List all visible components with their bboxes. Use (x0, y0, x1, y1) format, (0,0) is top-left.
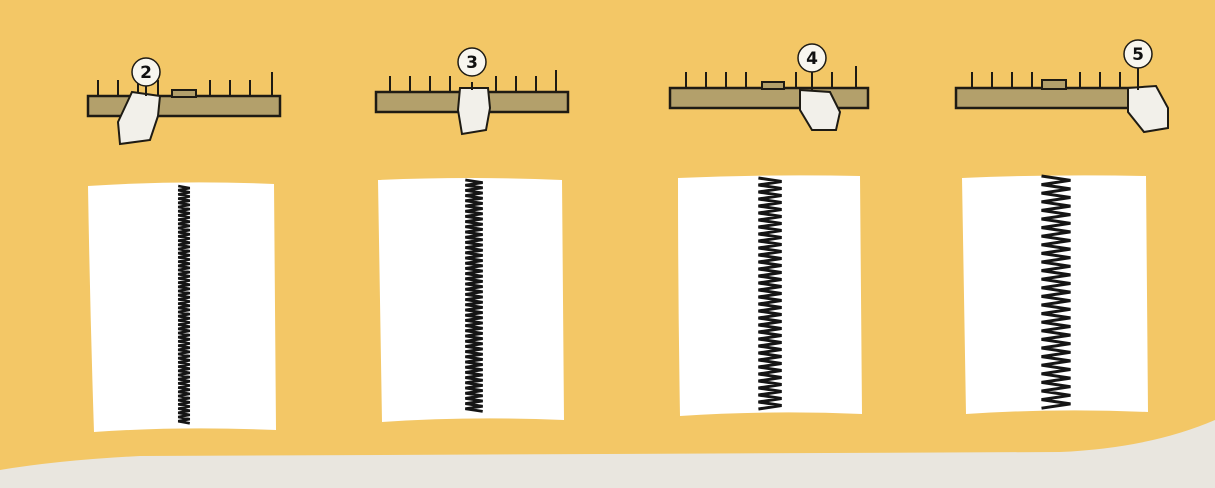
stitch-width-scale (954, 72, 1158, 110)
setting-number-label: 3 (466, 53, 478, 73)
presser-foot-icon (456, 87, 492, 136)
presser-foot-icon (1127, 84, 1169, 134)
setting-number-label: 5 (1132, 45, 1144, 65)
zigzag-stitch-line (758, 176, 782, 411)
setting-number-badge (1123, 39, 1153, 69)
presser-foot-icon (116, 90, 162, 146)
setting-number-label: 4 (806, 49, 818, 69)
page-background (0, 0, 1215, 470)
setting-number-badge (131, 57, 161, 87)
setting-number-badge (797, 43, 827, 73)
zigzag-stitch-line (1041, 174, 1071, 410)
zigzag-stitch-line (465, 178, 483, 413)
dial-indicator-setting-2: 2 (86, 57, 282, 146)
presser-foot-icon (799, 88, 842, 131)
zigzag-stitch-line (177, 184, 191, 425)
dial-indicator-setting-5: 5 (954, 39, 1169, 134)
setting-number-badge (457, 47, 487, 77)
dial-indicator-setting-3: 3 (374, 47, 570, 136)
dial-indicator-setting-4: 4 (668, 43, 870, 131)
setting-number-label: 2 (140, 63, 152, 83)
